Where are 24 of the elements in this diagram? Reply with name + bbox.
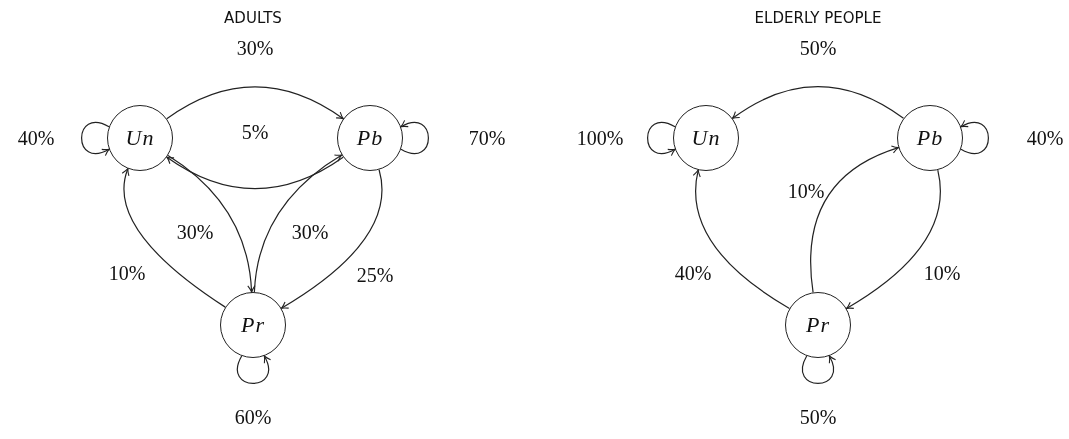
edge-label: 10% bbox=[923, 261, 961, 285]
edge-label: 40% bbox=[674, 261, 712, 285]
edge-label: 30% bbox=[291, 220, 329, 244]
edge-label: 30% bbox=[176, 220, 214, 244]
edge-label: 40% bbox=[17, 126, 55, 150]
diagram-heading: ADULTS bbox=[224, 9, 282, 27]
edge-label: 25% bbox=[356, 263, 394, 287]
edge-label: 40% bbox=[1026, 126, 1064, 150]
edge-label: 60% bbox=[234, 405, 272, 429]
state-label: Pr bbox=[241, 312, 265, 338]
state-label: Un bbox=[125, 125, 155, 151]
edge-label: 5% bbox=[241, 120, 269, 144]
edge-label: 100% bbox=[576, 126, 624, 150]
edge-label: 10% bbox=[787, 179, 825, 203]
diagram-heading: ELDERLY PEOPLE bbox=[754, 9, 882, 27]
edge-label: 10% bbox=[108, 261, 146, 285]
edge-label: 50% bbox=[799, 36, 837, 60]
edge-label: 30% bbox=[236, 36, 274, 60]
state-label: Pb bbox=[356, 125, 384, 151]
state-label: Un bbox=[691, 125, 721, 151]
state-label: Pb bbox=[916, 125, 944, 151]
edge-label: 70% bbox=[468, 126, 506, 150]
state-label: Pr bbox=[806, 312, 830, 338]
edge-label: 50% bbox=[799, 405, 837, 429]
